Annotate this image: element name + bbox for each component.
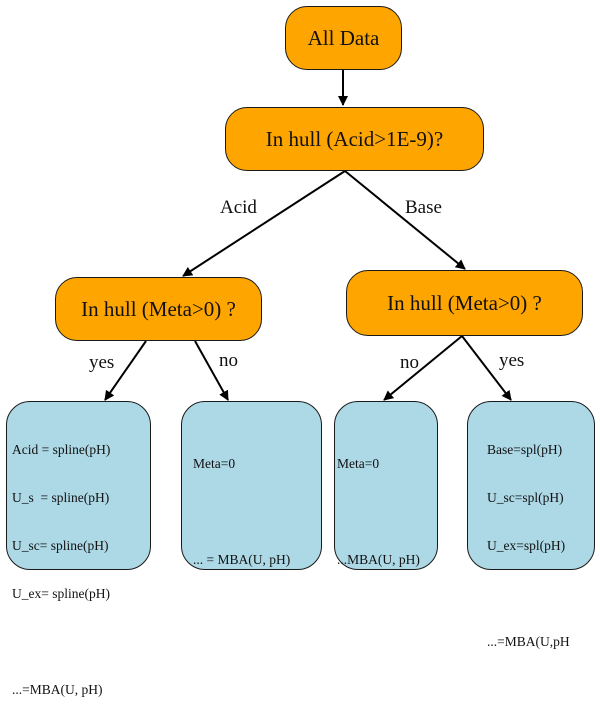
leaf-line: Meta=0 [337,456,380,471]
leaf-line [337,504,437,520]
leaf-line [193,504,321,520]
leaf-line: U_ex=spl(pH) [487,538,566,553]
leaf-line: ...=MBA(U, pH) [12,682,103,697]
edge-label-base-no: no [400,352,419,373]
leaf-line: U_s = spline(pH) [12,490,110,505]
leaf-line: U_sc= spline(pH) [12,538,109,553]
node-meta-check-acid-label: In hull (Meta>0) ? [81,296,236,321]
leaf-line: ...=MBA(U,pH [487,634,570,649]
leaf-line: Meta=0 [193,456,236,471]
edge-meta-acid-to-leaf-no [194,340,229,401]
edge-meta-base-to-leaf-yes [461,335,512,401]
leaf-line: U_sc=spl(pH) [487,490,564,505]
node-acid-check-label: In hull (Acid>1E-9)? [265,126,444,151]
edge-acid-check-to-meta-base [344,170,466,270]
leaf-line [487,586,594,602]
edge-label-acid-yes: yes [89,352,115,373]
leaf-acid-yes: Acid = spline(pH) U_s = spline(pH) U_sc=… [6,401,151,697]
edge-label-acid-no: no [219,350,238,371]
node-all-data: All Data [285,6,402,70]
node-meta-check-base-label: In hull (Meta>0) ? [387,290,542,315]
edge-label-base-yes: yes [499,350,525,371]
leaf-line: ...MBA(U, pH) [337,552,420,567]
leaf-line [12,634,150,650]
leaf-line: Base=spl(pH) [487,442,563,457]
node-acid-check: In hull (Acid>1E-9)? [225,107,484,171]
leaf-base-no: Meta=0 ...MBA(U, pH) [334,401,438,570]
leaf-line: U_ex= spline(pH) [12,586,110,601]
edge-label-base: Base [405,197,442,218]
edges-layer [104,70,512,401]
node-meta-check-base: In hull (Meta>0) ? [346,270,583,336]
leaf-acid-no: Meta=0 ... = MBA(U, pH) [181,401,322,570]
edge-meta-acid-to-leaf-yes [104,340,147,401]
edge-meta-base-to-leaf-no [383,335,463,401]
leaf-line: ... = MBA(U, pH) [193,552,291,567]
leaf-line: Acid = spline(pH) [12,442,111,457]
node-all-data-label: All Data [307,25,380,50]
edge-label-acid: Acid [220,197,257,218]
leaf-base-yes: Base=spl(pH) U_sc=spl(pH) U_ex=spl(pH) .… [467,401,595,649]
edge-acid-check-to-meta-acid [182,170,346,277]
node-meta-check-acid: In hull (Meta>0) ? [55,277,262,341]
